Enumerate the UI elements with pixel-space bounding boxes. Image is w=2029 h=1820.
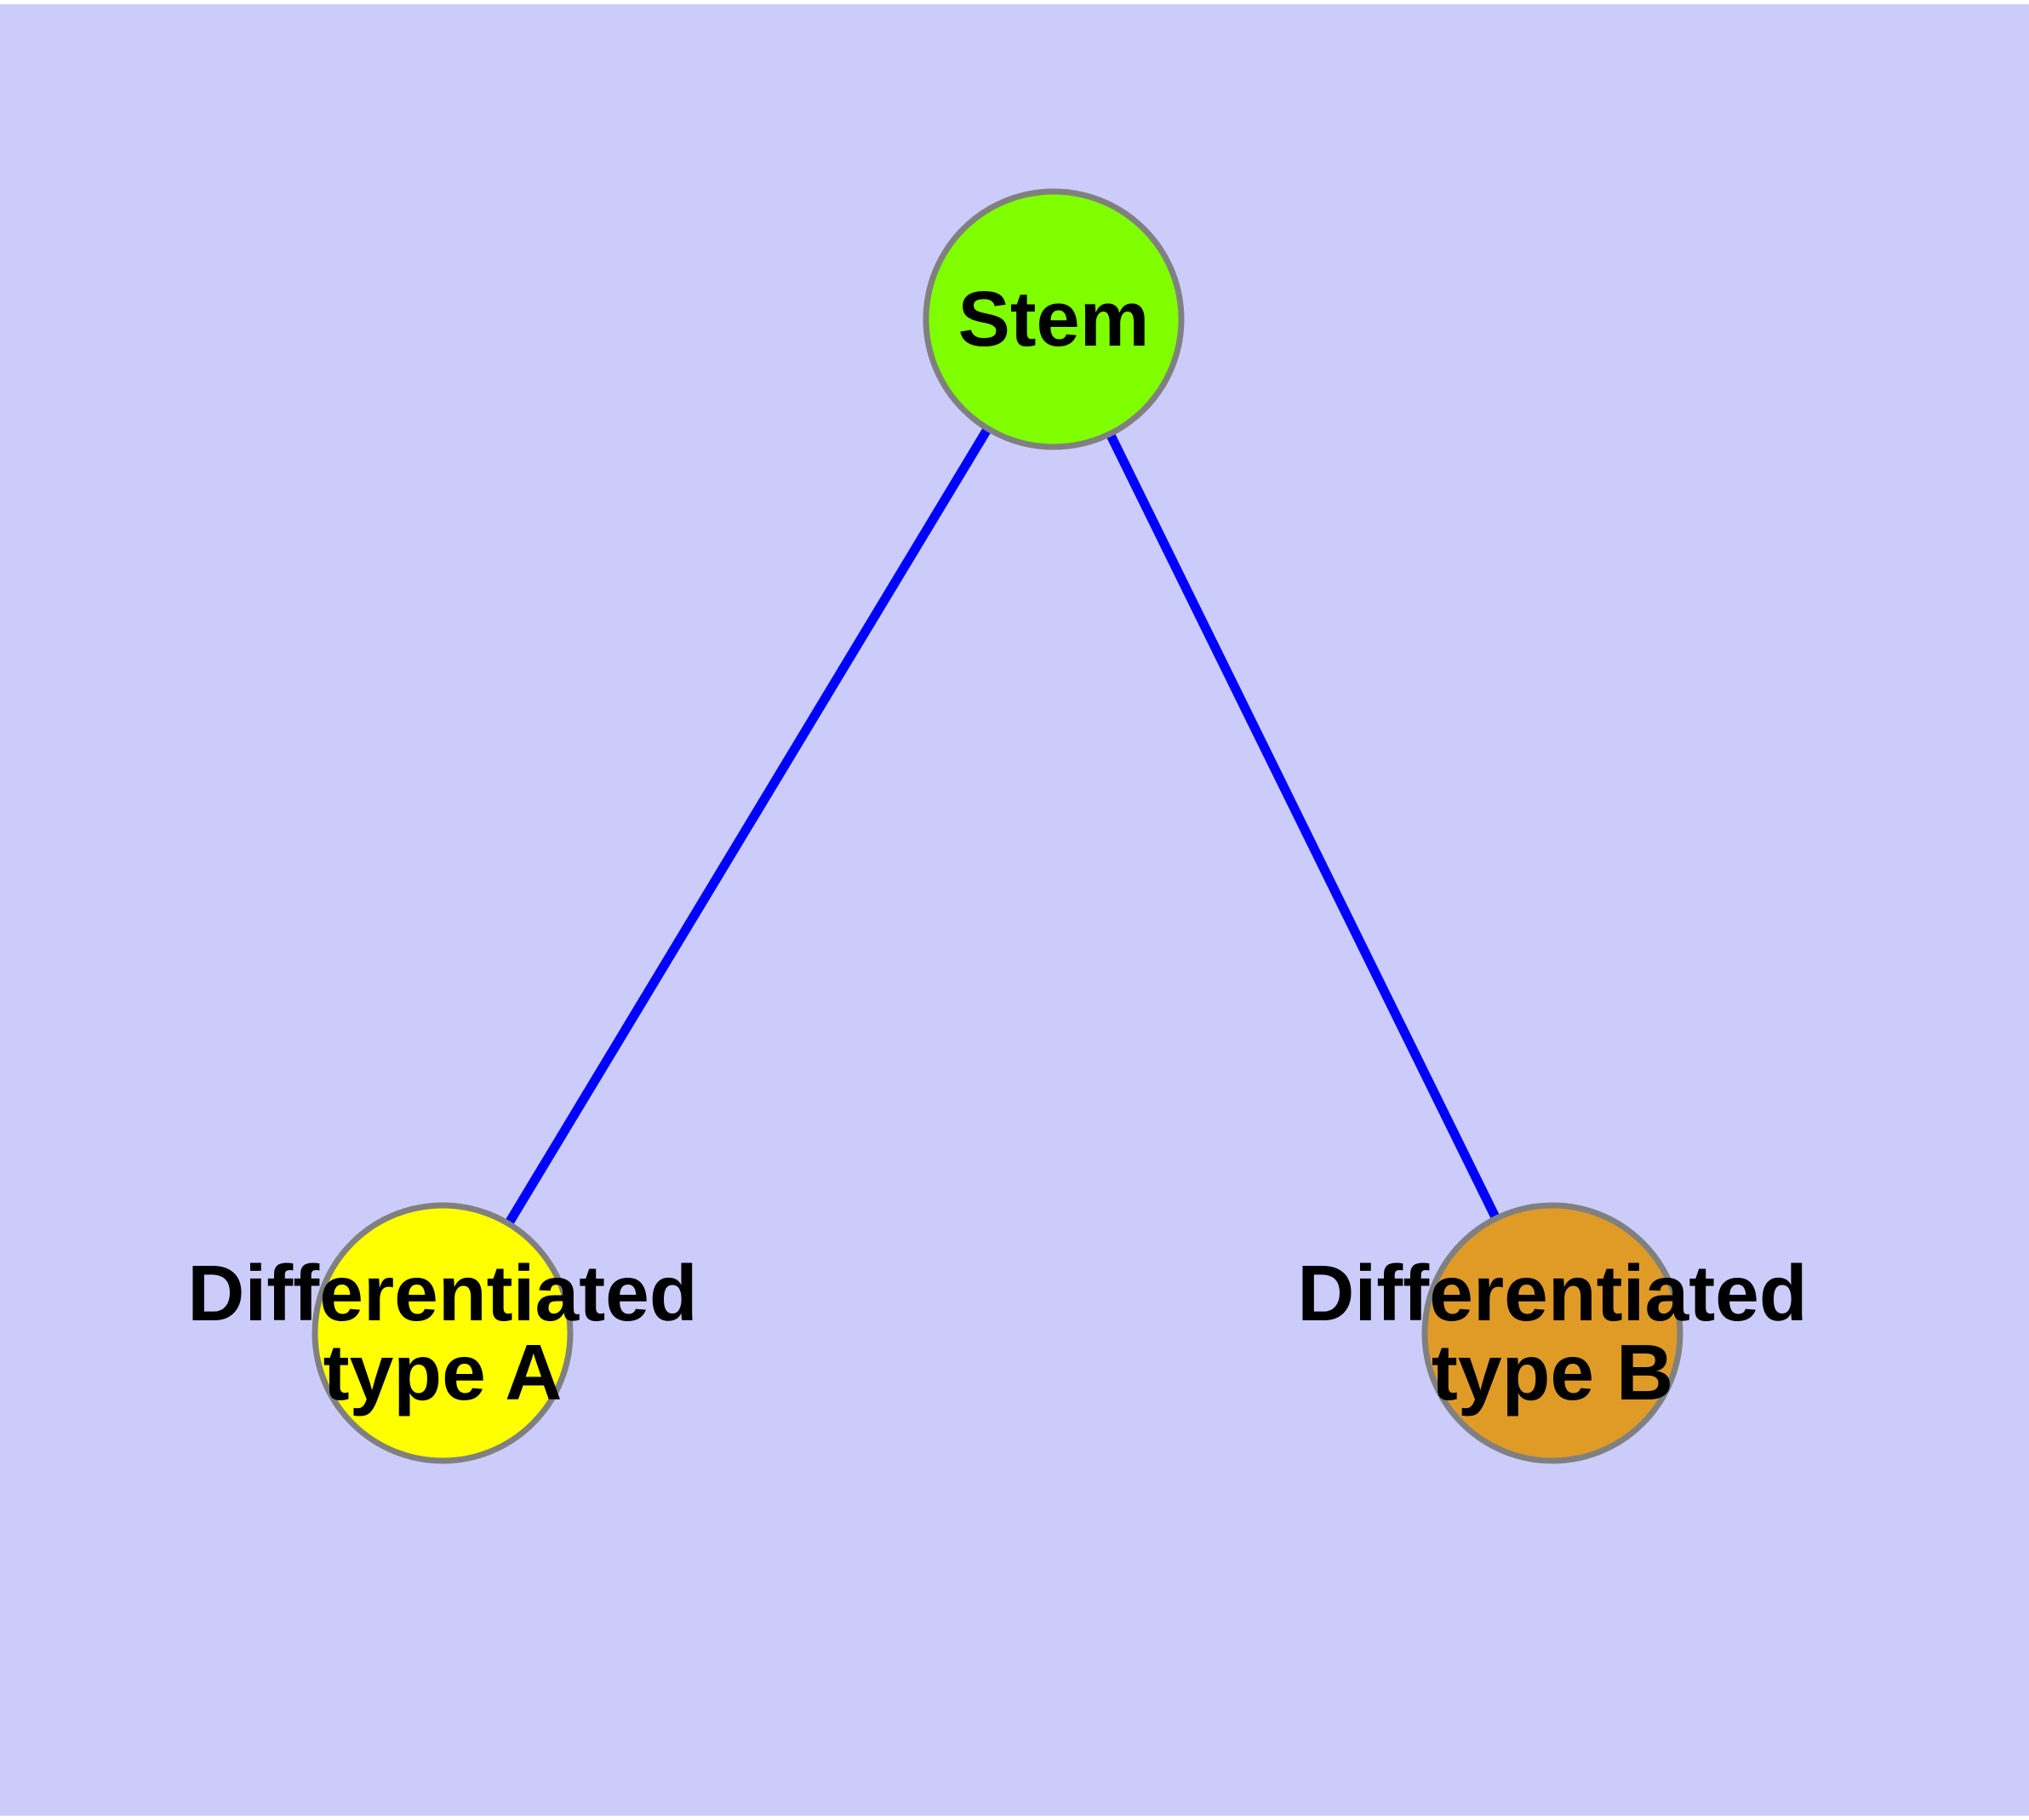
edge-stem-to-diff-b <box>1106 432 1500 1221</box>
node-differentiated-type-a[interactable] <box>311 1202 574 1464</box>
node-stem[interactable] <box>923 188 1185 450</box>
node-layer <box>311 188 1683 1464</box>
edge-stem-to-diff-a <box>504 426 992 1227</box>
node-differentiated-type-b[interactable] <box>1421 1202 1683 1464</box>
edge-layer <box>504 426 1500 1227</box>
